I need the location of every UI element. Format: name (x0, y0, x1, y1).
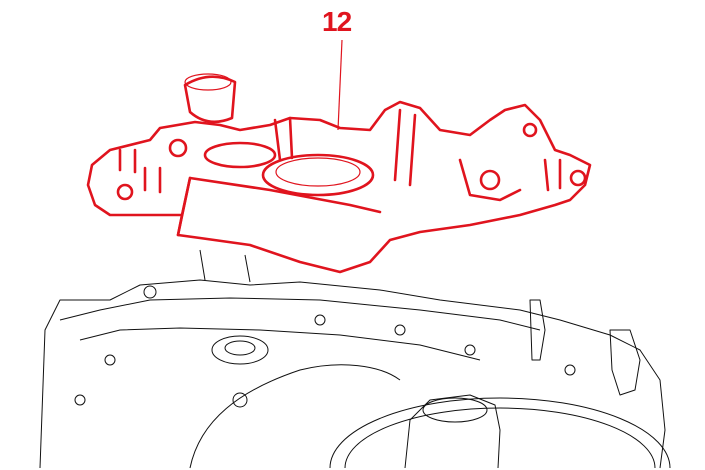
transmission-housing (39, 249, 671, 469)
highlighted-part-12 (86, 39, 592, 274)
callout-label-12: 12 (322, 6, 352, 37)
